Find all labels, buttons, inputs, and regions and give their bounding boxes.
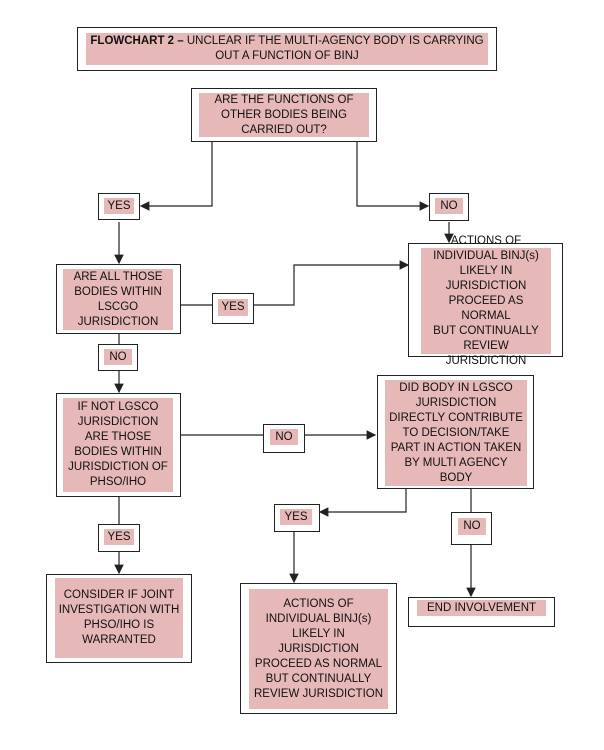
node-functions-question: ARE THE FUNCTIONS OF OTHER BODIES BEING … [191, 88, 377, 142]
label-no-4-fill: NO [458, 518, 486, 535]
text-line: PROCEED AS NORMAL [448, 294, 524, 322]
label-text: YES [107, 199, 131, 212]
node-actions-right-fill: ACTIONS OF INDIVIDUAL BINJ(s) LIKELY IN … [421, 235, 551, 367]
node-actions-bottom: ACTIONS OF INDIVIDUAL BINJ(s) LIKELY IN … [240, 583, 397, 714]
label-text: YES [284, 510, 308, 523]
node-phso-question: IF NOT LGSCO JURISDICTION ARE THOSE BODI… [56, 393, 181, 497]
label-no-3: NO [263, 424, 305, 453]
label-yes-4-fill: YES [280, 509, 312, 525]
text-line: WARRANTED [82, 634, 156, 646]
arrow-contribute-to-yes [318, 488, 407, 517]
text-line: LIKELY IN [292, 627, 345, 640]
text-line: BODIES WITHIN [74, 446, 162, 458]
title-line-1: UNCLEAR IF THE MULTI-AGENCY BODY IS CARR… [186, 35, 484, 47]
text-line: REVIEW JURISDICTION [253, 687, 384, 700]
arrow-functions-to-no [356, 142, 430, 211]
label-yes-2: YES [212, 293, 254, 324]
arrow-functions-to-yes [139, 142, 213, 211]
node-functions-question-fill: ARE THE FUNCTIONS OF OTHER BODIES BEING … [199, 93, 369, 137]
label-yes-3-fill: YES [104, 529, 134, 545]
title: FLOWCHART 2 – UNCLEAR IF THE MULTI-AGENC… [86, 33, 488, 65]
label-yes-2-fill: YES [218, 299, 248, 316]
text-line: JURISDICTION [415, 396, 497, 409]
label-text: YES [107, 530, 131, 543]
node-end-involvement: END INVOLVEMENT [408, 597, 555, 627]
text-line: BODY [439, 471, 473, 484]
label-text: NO [109, 350, 127, 363]
label-no-1-fill: NO [435, 198, 463, 214]
text-line: CONSIDER IF JOINT [63, 589, 175, 601]
text-line: INDIVIDUAL BINJ(s) [265, 612, 372, 625]
text-line: PHSO/IHO [89, 476, 147, 488]
node-actions-right: ACTIONS OF INDIVIDUAL BINJ(s) LIKELY IN … [408, 235, 563, 367]
text-line: PART IN ACTION TAKEN [390, 441, 522, 454]
text-line: ARE ALL THOSE [73, 270, 163, 283]
label-text: NO [463, 520, 481, 532]
label-yes-1: YES [98, 193, 140, 220]
label-yes-1-fill: YES [104, 198, 134, 214]
node-end-involvement-fill: END INVOLVEMENT [417, 600, 546, 616]
text-line: JURISDICTION [77, 416, 159, 428]
text-line: DIRECTLY CONTRIBUTE [389, 411, 523, 424]
text-line: JURISDICTION [445, 279, 527, 292]
text-line: INDIVIDUAL BINJ(s) [433, 249, 539, 262]
label-no-1: NO [429, 193, 469, 221]
node-contribute-question: DID BODY IN LGSCO JURISDICTION DIRECTLY … [377, 375, 534, 489]
label-text: YES [221, 301, 245, 313]
text-line: JURISDICTION OF [68, 461, 168, 473]
text-line: BUT CONTINUALLY [265, 672, 372, 685]
text-line: BY MULTI AGENCY [404, 456, 508, 469]
text-line: CARRIED OUT? [241, 123, 327, 136]
text-line: OTHER BODIES BEING [221, 108, 347, 121]
text-line: BODIES WITHIN [74, 285, 162, 298]
node-contribute-question-fill: DID BODY IN LGSCO JURISDICTION DIRECTLY … [385, 380, 527, 486]
title-line-2: OUT A FUNCTION OF BINJ [215, 50, 359, 62]
text-line: IF NOT LGSCO [77, 401, 159, 413]
label-text: NO [440, 199, 458, 212]
label-no-2-fill: NO [104, 349, 132, 365]
text-line: END INVOLVEMENT [426, 601, 537, 614]
text-line: DID BODY IN LGSCO [399, 381, 513, 394]
node-consider-joint: CONSIDER IF JOINT INVESTIGATION WITH PHS… [46, 574, 192, 663]
arrow-yes-to-actions-right [253, 260, 410, 306]
node-actions-bottom-fill: ACTIONS OF INDIVIDUAL BINJ(s) LIKELY IN … [249, 589, 388, 709]
text-line: ARE THOSE [84, 431, 152, 443]
label-yes-3: YES [98, 524, 140, 552]
text-line: ARE THE FUNCTIONS OF [214, 93, 354, 106]
text-line: JURISDICTION [278, 642, 359, 655]
text-line: INVESTIGATION WITH [58, 604, 180, 616]
text-line: ACTIONS OF [450, 234, 522, 247]
node-lscgo-question-fill: ARE ALL THOSE BODIES WITHIN LSCGO JURISD… [63, 269, 173, 330]
label-no-3-fill: NO [270, 429, 298, 445]
title-box: FLOWCHART 2 – UNCLEAR IF THE MULTI-AGENC… [77, 27, 497, 71]
label-no-4: NO [451, 512, 492, 545]
text-line: BUT CONTINUALLY [433, 324, 539, 337]
text-line: ACTIONS OF [283, 597, 354, 610]
node-lscgo-question: ARE ALL THOSE BODIES WITHIN LSCGO JURISD… [56, 264, 181, 334]
node-phso-question-fill: IF NOT LGSCO JURISDICTION ARE THOSE BODI… [63, 398, 173, 492]
text-line: LSCGO [97, 300, 139, 313]
text-line: REVIEW JURISDICTION [445, 339, 527, 367]
text-line: PROCEED AS NORMAL [254, 657, 383, 670]
text-line: TO DECISION/TAKE [402, 426, 510, 439]
label-yes-4: YES [274, 504, 320, 532]
title-prefix: FLOWCHART 2 – [90, 35, 184, 47]
node-consider-joint-fill: CONSIDER IF JOINT INVESTIGATION WITH PHS… [55, 578, 183, 658]
text-line: LIKELY IN [459, 264, 513, 277]
label-text: NO [275, 430, 293, 443]
label-no-2: NO [98, 344, 138, 371]
text-line: PHSO/IHO IS [83, 619, 155, 631]
text-line: JURISDICTION [77, 315, 159, 328]
